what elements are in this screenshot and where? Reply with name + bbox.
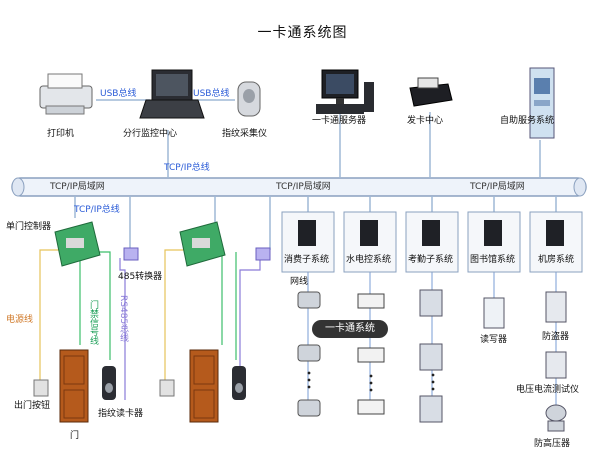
anti-theft-label: 防盗器	[542, 332, 570, 342]
fingerprint-reader-label: 指纹读卡器	[98, 409, 144, 419]
self-service-label: 自助服务系统	[500, 116, 555, 126]
system-pc-icons	[298, 220, 564, 246]
fingerprint-reader-icon-1	[102, 366, 116, 400]
ellipsis-dots	[307, 371, 435, 392]
tcpip-bus-label: TCP/IP总线	[164, 163, 210, 173]
door-controller-label: 单门控制器	[6, 222, 52, 232]
fingerprint-collector-icon	[237, 81, 261, 117]
system-consume-label: 消费子系统	[284, 255, 330, 265]
rs485-converter-icon-2	[255, 247, 271, 261]
fingerprint-reader-icon-2	[232, 366, 246, 400]
card-issuer-icon	[409, 77, 453, 107]
water-meter-icons	[357, 293, 385, 415]
exit-button-icon-1	[33, 379, 49, 397]
pos-terminal-icons	[297, 291, 321, 417]
voltage-meter-icon	[545, 351, 567, 379]
exit-button-label: 出门按钮	[14, 401, 51, 411]
laptop-icon	[139, 69, 205, 119]
reader-writer-icon	[483, 297, 505, 329]
printer-icon	[39, 73, 93, 115]
system-water-power-label: 水电控系统	[346, 255, 392, 265]
usb-bus-label-1: USB总线	[100, 89, 137, 99]
door-controller-board-1	[54, 221, 101, 267]
high-voltage-protector-icon	[545, 404, 567, 432]
door-label: 门	[70, 431, 80, 441]
lan-label-1: TCP/IP局域网	[50, 182, 105, 192]
system-library-label: 图书馆系统	[470, 255, 516, 265]
one-card-system-pill: 一卡通系统	[312, 320, 388, 338]
fingerprint-collector-label: 指纹采集仪	[222, 129, 268, 139]
exit-button-icon-2	[159, 379, 175, 397]
door-icon-1	[59, 349, 89, 423]
printer-label: 打印机	[47, 129, 75, 139]
tcpip-bus-pipe	[11, 177, 587, 197]
power-line-label: 电源线	[6, 315, 34, 325]
reader-writer-label: 读写器	[480, 335, 508, 345]
door-icon-2	[189, 349, 219, 423]
door-controller-board-2	[179, 221, 226, 267]
attendance-machine-icons	[419, 289, 443, 423]
tcpip-bus-label-2: TCP/IP总线	[74, 205, 120, 215]
system-attendance-label: 考勤子系统	[408, 255, 454, 265]
anti-theft-device-icon	[545, 291, 567, 323]
usb-bus-label-2: USB总线	[193, 89, 230, 99]
system-machine-room-label: 机房系统	[538, 255, 575, 265]
voltage-meter-label: 电压电流测试仪	[516, 385, 580, 395]
rs485-converter-icon	[123, 247, 139, 261]
lan-label-3: TCP/IP局域网	[470, 182, 525, 192]
converter-label: 485转换器	[118, 272, 163, 282]
door-signal-line-label: 门禁信号线	[88, 300, 98, 345]
high-voltage-protector-label: 防高压器	[534, 439, 571, 449]
rs485-label: RS485总线	[118, 295, 128, 343]
server-label: 一卡通服务器	[312, 116, 367, 126]
monitor-center-label: 分行监控中心	[123, 129, 178, 139]
diagram-title: 一卡通系统图	[257, 25, 348, 41]
card-center-label: 发卡中心	[407, 116, 444, 126]
net-line-label: 网线	[290, 277, 309, 287]
kiosk-icon	[529, 67, 555, 139]
server-computer-icon	[316, 69, 374, 114]
lan-label-2: TCP/IP局域网	[276, 182, 331, 192]
